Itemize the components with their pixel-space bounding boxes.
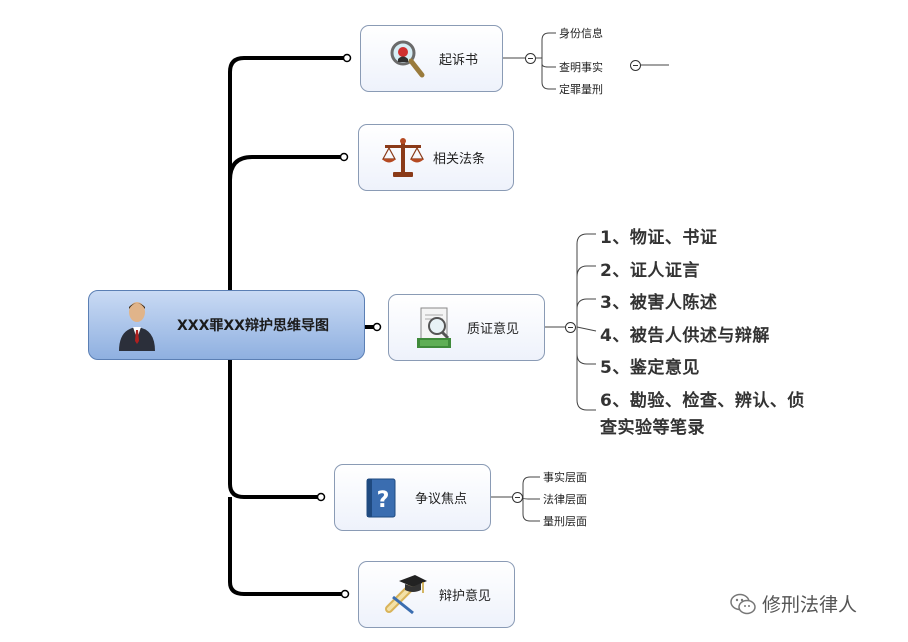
leaf-item-continued[interactable]: 查实验等笔录 xyxy=(600,418,705,438)
collapse-toggle[interactable] xyxy=(630,60,641,71)
leaf-item[interactable]: 查明事实 xyxy=(559,61,603,74)
branch-label: 争议焦点 xyxy=(415,492,468,507)
leaf-item[interactable]: 1、物证、书证 xyxy=(600,228,718,248)
leaf-item[interactable]: 2、证人证言 xyxy=(600,261,700,281)
leaf-item[interactable]: 量刑层面 xyxy=(543,515,587,528)
trunk-line xyxy=(228,56,347,290)
svg-text:?: ? xyxy=(377,488,390,513)
trunk-line xyxy=(228,360,320,499)
leaf-item[interactable]: 法律层面 xyxy=(543,493,587,506)
leaf-item[interactable]: 6、勘验、检查、辨认、侦 xyxy=(600,391,805,411)
branch-node-defense-opinion[interactable]: 辩护意见 xyxy=(358,561,515,628)
branch-label: 质证意见 xyxy=(467,322,520,337)
branch-node-relevant-law[interactable]: 相关法条 xyxy=(358,124,514,191)
branch-label: 起诉书 xyxy=(439,53,479,68)
central-topic-node[interactable]: XXX罪XX辩护思维导图 xyxy=(88,290,365,360)
branch-node-cross-examination[interactable]: 质证意见 xyxy=(388,294,545,361)
central-topic-label: XXX罪XX辩护思维导图 xyxy=(177,318,329,334)
trunk-line xyxy=(228,497,344,596)
question-book-icon: ? xyxy=(363,477,399,519)
watermark-text: 修刑法律人 xyxy=(762,594,858,616)
evidence-document-icon xyxy=(415,306,455,350)
branch-node-indictment[interactable]: 起诉书 xyxy=(360,25,503,92)
leaf-item[interactable]: 5、鉴定意见 xyxy=(600,358,700,378)
graduation-cap-diploma-icon xyxy=(383,573,427,617)
collapse-toggle[interactable] xyxy=(512,492,523,503)
leaf-item[interactable]: 4、被告人供述与辩解 xyxy=(600,326,770,346)
leaf-item[interactable]: 定罪量刑 xyxy=(559,83,603,96)
trunk-line xyxy=(228,155,343,181)
wechat-icon xyxy=(730,593,756,615)
branch-label: 辩护意见 xyxy=(439,589,492,604)
collapse-toggle[interactable] xyxy=(565,322,576,333)
leaf-item[interactable]: 身份信息 xyxy=(559,27,603,40)
magnifier-search-icon xyxy=(389,39,425,79)
justice-scale-icon xyxy=(381,137,425,179)
branch-node-dispute-focus[interactable]: ? 争议焦点 xyxy=(334,464,491,531)
collapse-toggle[interactable] xyxy=(525,53,536,64)
branch-label: 相关法条 xyxy=(433,152,486,167)
watermark: 修刑法律人 xyxy=(730,590,857,617)
leaf-item[interactable]: 事实层面 xyxy=(543,471,587,484)
lawyer-avatar-icon xyxy=(115,299,159,351)
leaf-item[interactable]: 3、被害人陈述 xyxy=(600,293,718,313)
